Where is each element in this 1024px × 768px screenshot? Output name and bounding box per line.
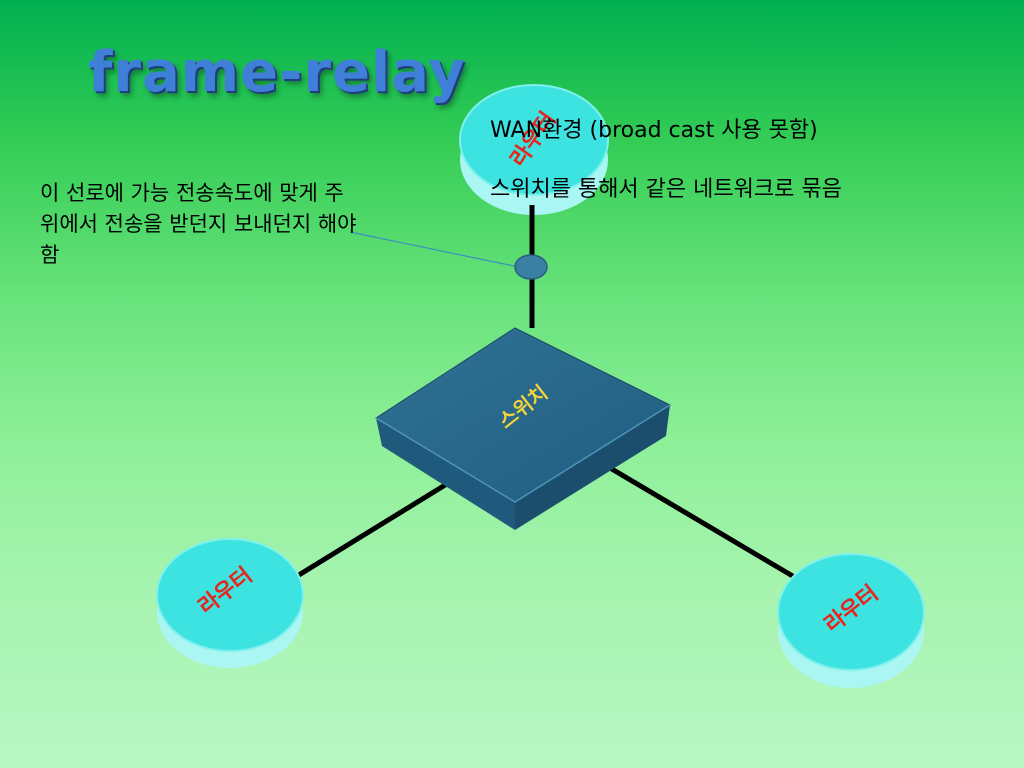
slide-title: frame-relay	[88, 40, 466, 105]
router-right[interactable]: 라우터	[777, 553, 925, 688]
note-right-line-1: WAN환경 (broad cast 사용 못함)	[490, 118, 818, 143]
note-right: WAN환경 (broad cast 사용 못함) 스위치를 통해서 같은 네트워…	[490, 114, 842, 206]
callout-line	[349, 231, 515, 267]
line-connector[interactable]	[514, 254, 548, 280]
link-left	[292, 479, 452, 581]
note-left: 이 선로에 가능 전송속도에 맞게 주위에서 전송을 받던지 보내던지 해야함	[40, 181, 357, 267]
router-top[interactable]: 라우터	[459, 84, 609, 215]
switch[interactable]: 스위치	[375, 327, 672, 530]
link-right	[598, 459, 798, 581]
note-right-line-2: 스위치를 통해서 같은 네트워크로 묶음	[490, 177, 842, 202]
router-left[interactable]: 라우터	[156, 538, 304, 668]
